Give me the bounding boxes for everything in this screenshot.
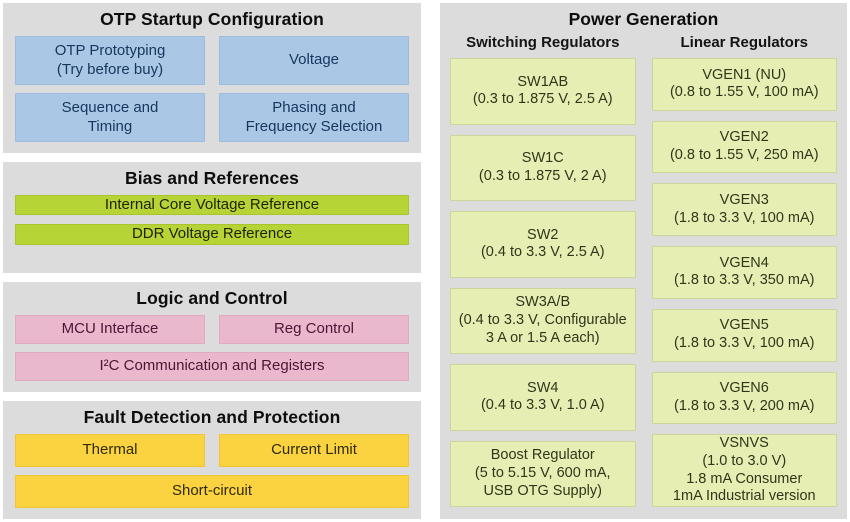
block-short-circuit: Short-circuit <box>15 475 409 508</box>
linear-regulators-header: Linear Regulators <box>680 34 809 51</box>
bias-panel-title: Bias and References <box>124 168 300 188</box>
block-vgen1: VGEN1 (NU) (0.8 to 1.55 V, 100 mA) <box>651 58 837 111</box>
logic-panel-title: Logic and Control <box>136 288 288 308</box>
block-reg-control: Reg Control <box>219 315 409 344</box>
block-vgen6: VGEN6 (1.8 to 3.3 V, 200 mA) <box>651 371 837 425</box>
block-internal-core-voltage-reference: Internal Core Voltage Reference <box>15 195 409 216</box>
block-sw1ab: SW1AB (0.3 to 1.875 V, 2.5 A) <box>450 58 636 125</box>
fault-box-grid: Thermal Current Limit Short-circuit <box>15 434 409 508</box>
logic-box-grid: MCU Interface Reg Control I²C Communicat… <box>15 315 409 381</box>
switching-regulators-header: Switching Regulators <box>466 34 620 51</box>
block-ddr-voltage-reference: DDR Voltage Reference <box>15 224 409 245</box>
block-vgen4: VGEN4 (1.8 to 3.3 V, 350 mA) <box>651 246 837 299</box>
block-current-limit: Current Limit <box>219 434 409 467</box>
block-vsnvs: VSNVS (1.0 to 3.0 V) 1.8 mA Consumer 1mA… <box>651 434 837 507</box>
block-vgen5: VGEN5 (1.8 to 3.3 V, 100 mA) <box>651 308 837 362</box>
column-linear-regulators: Linear Regulators VGEN1 (NU) (0.8 to 1.5… <box>651 34 837 507</box>
block-sw1c: SW1C (0.3 to 1.875 V, 2 A) <box>450 134 636 201</box>
block-thermal: Thermal <box>15 434 205 467</box>
column-switching-regulators: Switching Regulators SW1AB (0.3 to 1.875… <box>450 34 636 507</box>
otp-box-grid: OTP Prototyping (Try before buy) Voltage… <box>15 36 409 142</box>
block-vgen2: VGEN2 (0.8 to 1.55 V, 250 mA) <box>651 120 837 174</box>
block-sw3ab: SW3A/B (0.4 to 3.3 V, Configurable 3 A o… <box>450 287 636 354</box>
block-i2c-communication-and-registers: I²C Communication and Registers <box>15 352 409 381</box>
left-column: OTP Startup Configuration OTP Prototypin… <box>3 3 421 519</box>
panel-otp-startup-configuration: OTP Startup Configuration OTP Prototypin… <box>3 3 421 153</box>
block-sequence-and-timing: Sequence and Timing <box>15 93 205 142</box>
block-otp-prototyping: OTP Prototyping (Try before buy) <box>15 36 205 85</box>
power-generation-title: Power Generation <box>568 9 719 29</box>
block-sw2: SW2 (0.4 to 3.3 V, 2.5 A) <box>450 211 636 278</box>
panel-power-generation: Power Generation Switching Regulators SW… <box>440 3 847 519</box>
regulator-columns: Switching Regulators SW1AB (0.3 to 1.875… <box>450 34 837 507</box>
block-boost-regulator: Boost Regulator (5 to 5.15 V, 600 mA, US… <box>450 440 636 507</box>
block-vgen3: VGEN3 (1.8 to 3.3 V, 100 mA) <box>651 183 837 237</box>
block-sw4: SW4 (0.4 to 3.3 V, 1.0 A) <box>450 364 636 431</box>
bias-box-stack: Internal Core Voltage Reference DDR Volt… <box>15 195 409 262</box>
fault-panel-title: Fault Detection and Protection <box>83 407 341 427</box>
block-voltage: Voltage <box>219 36 409 85</box>
panel-bias-and-references: Bias and References Internal Core Voltag… <box>3 162 421 273</box>
block-phasing-frequency-selection: Phasing and Frequency Selection <box>219 93 409 142</box>
otp-panel-title: OTP Startup Configuration <box>100 9 324 29</box>
panel-logic-and-control: Logic and Control MCU Interface Reg Cont… <box>3 282 421 392</box>
switching-box-stack: SW1AB (0.3 to 1.875 V, 2.5 A) SW1C (0.3 … <box>450 58 636 507</box>
panel-fault-detection-and-protection: Fault Detection and Protection Thermal C… <box>3 401 421 519</box>
linear-box-stack: VGEN1 (NU) (0.8 to 1.55 V, 100 mA) VGEN2… <box>651 58 837 507</box>
block-mcu-interface: MCU Interface <box>15 315 205 344</box>
